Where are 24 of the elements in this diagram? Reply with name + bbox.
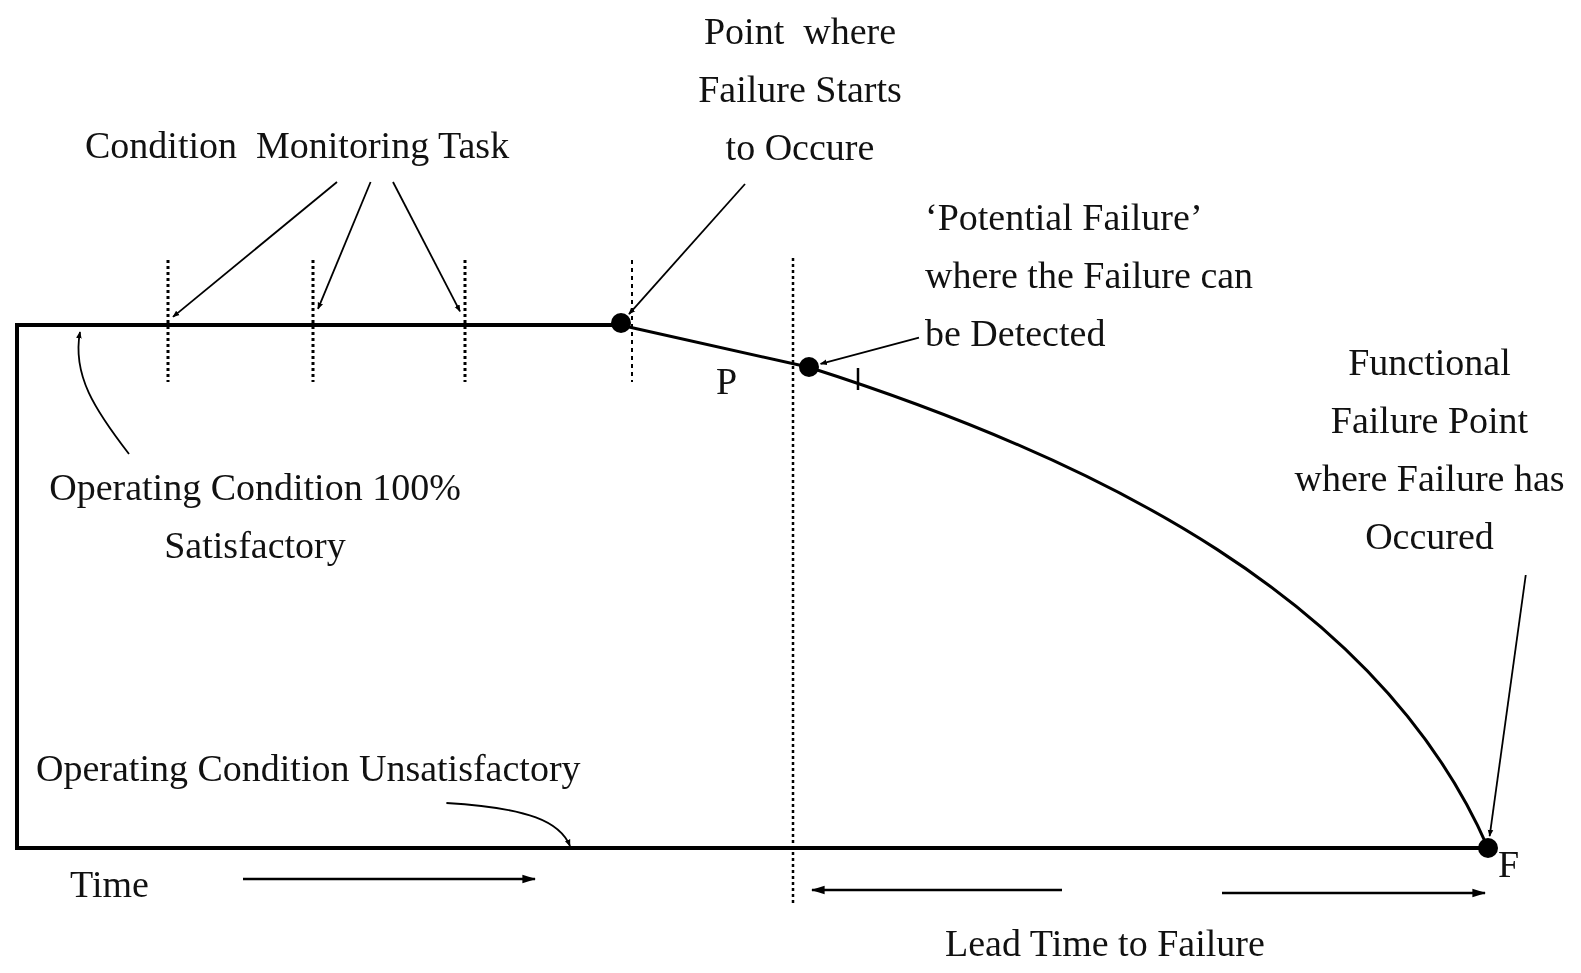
leader-arrow (628, 183, 746, 315)
dimension-label: Lead Time to Failure (945, 921, 1265, 966)
point-label: F (1498, 842, 1520, 887)
leader-arrow (172, 181, 338, 318)
point-marker (799, 357, 819, 377)
callout-text: ‘Potential Failure’ where the Failure can be Detected (925, 188, 1285, 362)
leader-arrow (76, 331, 130, 455)
point-marker (611, 313, 631, 333)
axis-label: Time (70, 862, 149, 907)
inspection-mark (463, 260, 467, 382)
leader-arrow (317, 181, 372, 310)
callout-text: Operating Condition Unsatisfactory (36, 739, 756, 797)
point-marker (1478, 838, 1498, 858)
callout-text: Condition Monitoring Task (85, 116, 645, 174)
leader-arrow (1487, 574, 1527, 837)
point-label: P (716, 359, 738, 404)
callout-text: Functional Failure Point where Failure has Occured (1292, 333, 1567, 565)
leader-arrow (819, 336, 920, 365)
inspection-mark (311, 260, 315, 382)
callout-text: Operating Condition 100% Satisfactory (45, 458, 465, 574)
inspection-mark (166, 260, 170, 382)
leader-arrow (445, 802, 571, 847)
leader-arrow (392, 181, 461, 313)
callout-text: Point where Failure Starts to Occure (690, 2, 910, 176)
